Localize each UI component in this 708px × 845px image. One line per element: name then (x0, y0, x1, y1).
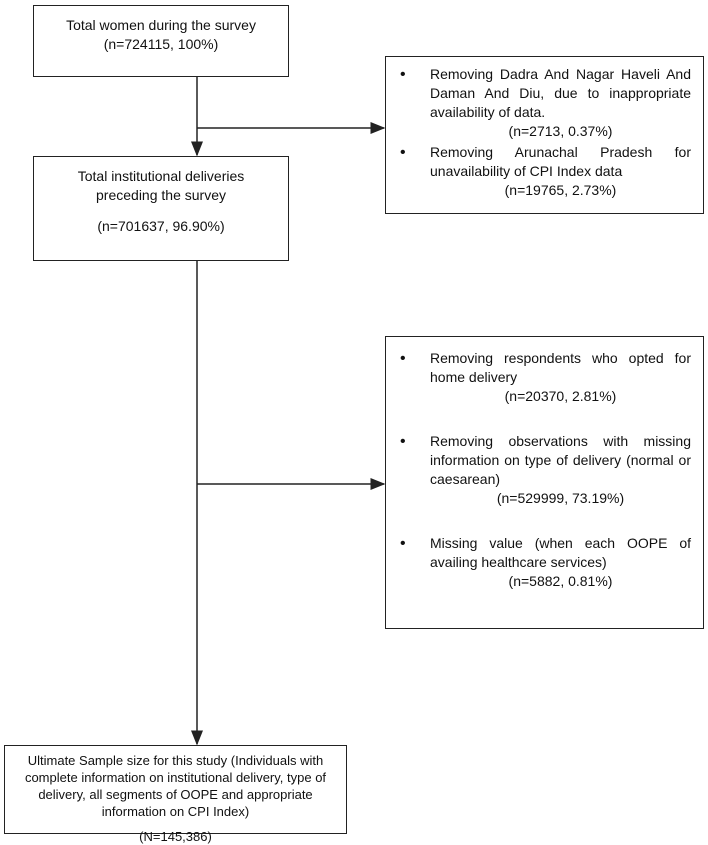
box-count: (N=145,386) (139, 829, 212, 844)
box-title: Total women during the survey (66, 17, 256, 33)
exclusion-box-2: Removing respondents who opted for home … (385, 336, 704, 629)
box-title: Ultimate Sample size for this study (Ind… (24, 753, 327, 819)
box-count: (n=724115, 100%) (103, 36, 219, 52)
final-sample-box: Ultimate Sample size for this study (Ind… (4, 745, 347, 844)
exclusion-item: Removing Dadra And Nagar Haveli And Dama… (386, 65, 691, 141)
exclusion-item: Removing observations with missing infor… (386, 432, 691, 508)
exclusion-item: Missing value (when each OOPE of availin… (386, 534, 691, 591)
exclusion-item: Removing Arunachal Pradesh for unavailab… (386, 143, 691, 200)
institutional-deliveries-box: Total institutional deliveries preceding… (33, 156, 289, 261)
box-count: (n=701637, 96.90%) (97, 218, 225, 234)
exclusion-box-1: Removing Dadra And Nagar Haveli And Dama… (385, 56, 704, 214)
box-title: Total institutional deliveries preceding… (77, 168, 245, 203)
total-women-box: Total women during the survey (n=724115,… (33, 5, 289, 77)
exclusion-item: Removing respondents who opted for home … (386, 349, 691, 406)
